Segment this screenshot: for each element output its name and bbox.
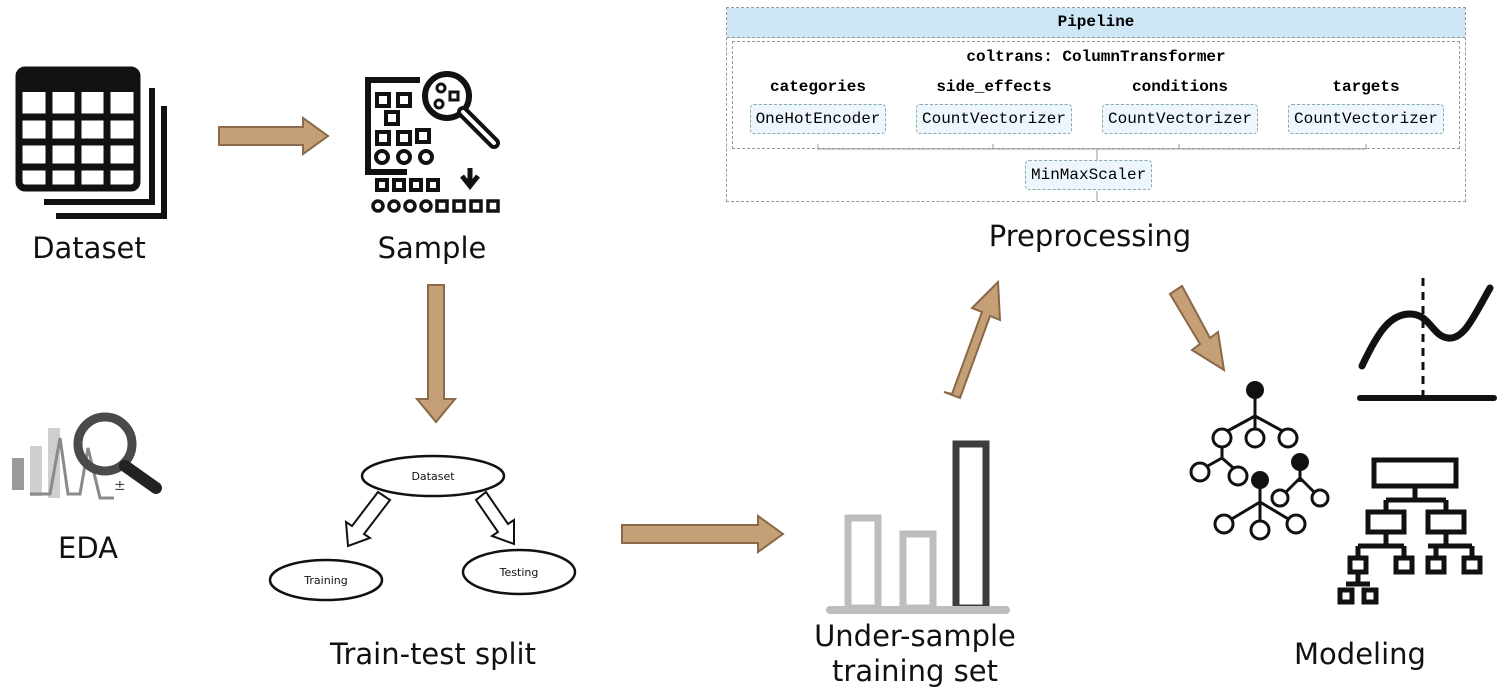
right-arrow-icon: [218, 116, 330, 156]
split-testing-text: Testing: [499, 566, 539, 579]
column-transformer-title: coltrans: ColumnTransformer: [966, 48, 1226, 66]
eda-label: EDA: [58, 531, 118, 565]
pipeline-diagram: Pipeline coltrans: ColumnTransformer cat…: [726, 7, 1466, 202]
split-label: Train-test split: [330, 637, 536, 671]
column-transformer-box: coltrans: ColumnTransformer categories O…: [732, 41, 1460, 149]
pipeline-column-name: side_effects: [936, 78, 1052, 96]
split-root-text: Dataset: [411, 470, 455, 483]
diagonal-down-arrow-icon: [1168, 284, 1226, 373]
pipeline-connectors: [817, 144, 1367, 201]
split-left-arrow: [344, 490, 392, 548]
pipeline-transformer-box[interactable]: OneHotEncoder: [749, 104, 887, 134]
pipeline-title: Pipeline: [727, 8, 1465, 38]
dataset-label: Dataset: [32, 231, 146, 265]
split-right-arrow: [474, 490, 515, 546]
pipeline-column: conditions CountVectorizer: [1089, 76, 1271, 134]
undersample-label-line2: training set: [832, 654, 998, 688]
down-arrow-icon: [414, 284, 458, 424]
split-training-text: Training: [303, 574, 347, 587]
pipeline-transformer-box[interactable]: CountVectorizer: [1287, 104, 1445, 134]
pipeline-column: side_effects CountVectorizer: [903, 76, 1085, 134]
pipeline-column-name: targets: [1332, 78, 1400, 96]
pipeline-transformer-box[interactable]: CountVectorizer: [915, 104, 1073, 134]
sample-magnifier-icon: [365, 71, 500, 213]
curve-threshold-icon: [1357, 278, 1497, 401]
split-testing-node: [461, 548, 577, 596]
sample-label: Sample: [377, 231, 487, 265]
right-arrow-icon: [621, 514, 785, 554]
hierarchy-icon: [1337, 457, 1483, 605]
modeling-label: Modeling: [1294, 637, 1426, 671]
bar-chart-icon: [826, 440, 1010, 614]
undersample-label-line1: Under-sample: [814, 619, 1016, 653]
table-stack-icon: [15, 66, 167, 219]
decision-trees-icon: [1189, 381, 1330, 541]
diagonal-up-arrow-icon: [943, 279, 1002, 400]
split-training-node: [268, 558, 384, 602]
pipeline-column-name: conditions: [1131, 78, 1228, 96]
pipeline-column-name: categories: [769, 78, 866, 96]
minmax-scaler-box[interactable]: MinMaxScaler: [1025, 160, 1153, 190]
preprocessing-label: Preprocessing: [988, 219, 1192, 253]
pipeline-column: targets CountVectorizer: [1275, 76, 1457, 134]
pipeline-transformer-box[interactable]: CountVectorizer: [1101, 104, 1259, 134]
eda-chart-magnifier-icon: ±: [12, 412, 162, 500]
split-root-node: [360, 454, 506, 498]
split-diagram: Dataset Training Testing: [268, 454, 577, 602]
svg-text:±: ±: [114, 478, 126, 494]
pipeline-column: categories OneHotEncoder: [737, 76, 899, 134]
